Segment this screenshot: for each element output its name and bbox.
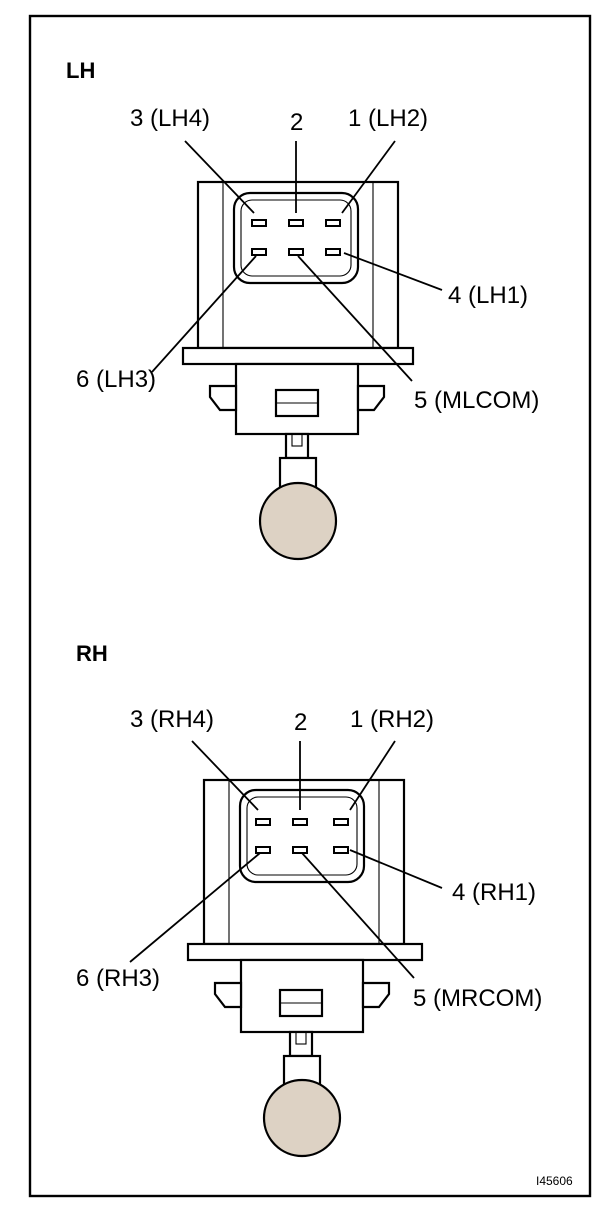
lh-pin-4 — [325, 248, 341, 256]
rh-pin-2 — [292, 818, 308, 826]
lh-knob — [258, 481, 338, 561]
lh-label-pin-2: 2 — [290, 109, 303, 136]
lh-pin-5 — [288, 248, 304, 256]
lh-pin-1 — [325, 219, 341, 227]
figure-frame — [28, 14, 592, 1198]
lh-pin-3 — [251, 219, 267, 227]
rh-pin-3 — [255, 818, 271, 826]
rh-label-pin-3: 3 (RH4) — [130, 706, 214, 733]
lh-pin-2 — [288, 219, 304, 227]
rh-pin-5 — [292, 846, 308, 854]
figure-code: I45606 — [536, 1174, 573, 1188]
rh-pin-6 — [255, 846, 271, 854]
rh-label-pin-2: 2 — [294, 709, 307, 736]
rh-knob — [262, 1078, 342, 1158]
rh-label-pin-5: 5 (MRCOM) — [413, 985, 542, 1012]
lh-label-pin-6: 6 (LH3) — [76, 366, 156, 393]
rh-label-pin-6: 6 (RH3) — [76, 965, 160, 992]
rh-label-pin-4: 4 (RH1) — [452, 879, 536, 906]
lh-section-title: LH — [66, 58, 95, 83]
lh-label-pin-5: 5 (MLCOM) — [414, 387, 539, 414]
rh-connector — [186, 778, 424, 1158]
rh-pin-1 — [333, 818, 349, 826]
lh-pin-6 — [251, 248, 267, 256]
lh-label-pin-1: 1 (LH2) — [348, 105, 428, 132]
rh-pin-4 — [333, 846, 349, 854]
lh-label-pin-4: 4 (LH1) — [448, 282, 528, 309]
rh-section-title: RH — [76, 641, 108, 666]
lh-label-pin-3: 3 (LH4) — [130, 105, 210, 132]
lh-section: LH — [66, 58, 539, 561]
lh-connector — [181, 180, 415, 561]
rh-section: RH 3 ( — [76, 641, 542, 1158]
rh-label-pin-1: 1 (RH2) — [350, 706, 434, 733]
